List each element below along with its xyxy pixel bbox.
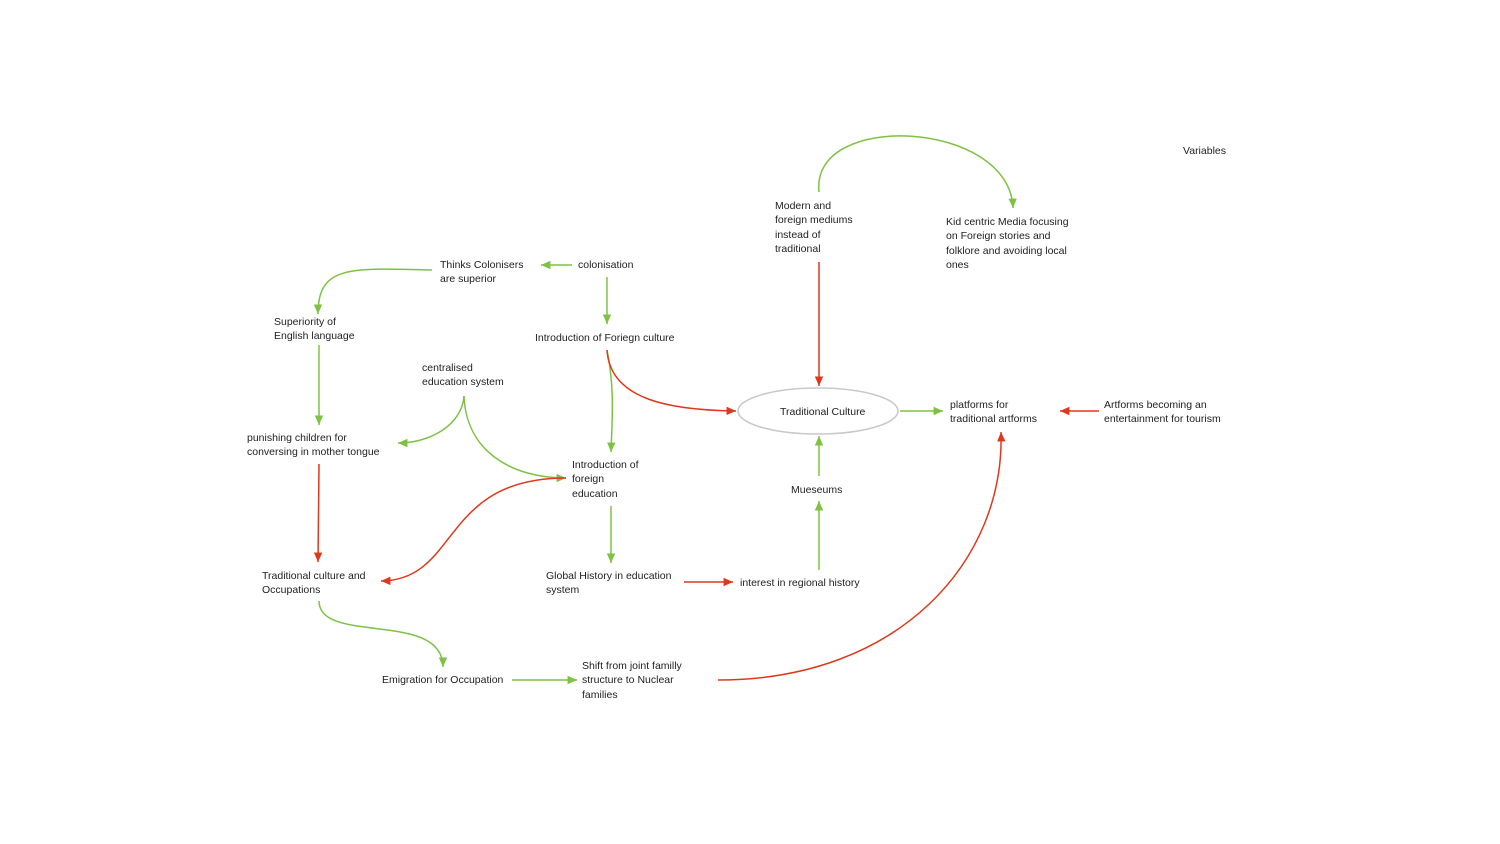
node-intro-culture: Introduction of Foriegn culture xyxy=(535,332,675,344)
variables-label: Variables xyxy=(1183,145,1226,157)
node-artforms-tourism: Artforms becoming an entertainment for t… xyxy=(1104,399,1221,426)
link-trad-occupations-to-emigration xyxy=(318,600,448,668)
link-shift-families-to-platforms xyxy=(717,431,1006,681)
node-traditional-culture: Traditional Culture xyxy=(780,406,866,418)
node-modern-mediums: Modern and foreign mediums instead of tr… xyxy=(775,200,853,255)
link-centralised-to-punishing xyxy=(397,395,465,448)
node-punishing-children: punishing children for conversing in mot… xyxy=(247,432,380,459)
node-intro-education: Introduction of foreign education xyxy=(572,459,639,500)
node-platforms: platforms for traditional artforms xyxy=(950,399,1037,426)
node-kid-media: Kid centric Media focusing on Foreign st… xyxy=(946,216,1069,271)
node-superiority-english: Superiority of English language xyxy=(274,316,355,343)
link-intro-education-to-trad-occupations xyxy=(380,477,567,586)
node-global-history: Global History in education system xyxy=(546,570,672,597)
link-modern-to-kid-media xyxy=(818,135,1017,209)
link-intro-culture-to-traditional-culture xyxy=(606,349,737,416)
node-museums: Mueseums xyxy=(791,484,843,496)
node-thinks-colonisers: Thinks Colonisers are superior xyxy=(440,259,524,286)
node-colonisation: colonisation xyxy=(578,259,634,271)
link-punishing-to-trad-occupations xyxy=(313,463,323,563)
link-thinks-to-superiority xyxy=(313,268,433,315)
node-centralised-education: centralised education system xyxy=(422,362,504,389)
node-trad-occupations: Traditional culture and Occupations xyxy=(262,570,366,597)
link-centralised-to-intro-education xyxy=(463,395,567,483)
node-shift-families: Shift from joint familly structure to Nu… xyxy=(582,660,682,701)
node-emigration: Emigration for Occupation xyxy=(382,674,504,686)
traditional-culture-ellipse xyxy=(737,387,899,435)
node-regional-history: interest in regional history xyxy=(740,577,860,589)
